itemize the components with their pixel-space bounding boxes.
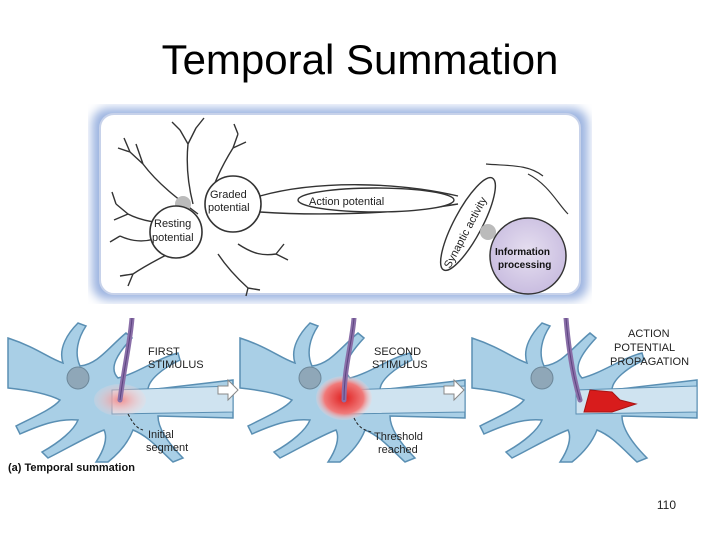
resting-potential-label-2: potential [152,232,194,244]
panel-propagation: ACTION POTENTIAL PROPAGATION [471,318,698,463]
page-number: 110 [656,498,676,512]
second-stimulus-label-2: STIMULUS [372,359,428,371]
postsynaptic-outline [485,163,569,215]
presynaptic-axon-1-outline [119,318,133,401]
initial-segment-label-2: segment [146,442,188,454]
action-potential-oval [297,187,455,213]
first-stimulus-label-2: STIMULUS [148,359,204,371]
step-arrow-1 [217,378,239,402]
resting-potential-label-1: Resting [154,218,191,230]
information-processing-label-1: Information [495,247,550,258]
panel-first-stimulus: FIRST STIMULUS Initial segment [7,318,234,463]
axon-line-top [259,184,459,197]
leader-line-2 [353,417,373,433]
propagation-label-1: ACTION [628,328,670,340]
propagation-label-2: POTENTIAL [614,342,675,354]
threshold-reached-label-1: Threshold [374,431,423,443]
step-arrow-2 [443,378,465,402]
leader-line-1 [127,413,144,431]
graded-potential-label-2: potential [208,202,250,214]
information-processing-circle [489,217,567,295]
information-processing-label-2: processing [498,260,551,271]
first-stimulus-label-1: FIRST [148,346,180,358]
second-stimulus-label-1: SECOND [374,346,421,358]
resting-circle [149,205,203,259]
slide-title: Temporal Summation [161,36,559,83]
action-potential-label: Action potential [309,196,384,208]
figure-caption: (a) Temporal summation [8,462,135,474]
threshold-reached-label-2: reached [378,444,418,456]
soma-right [480,224,496,240]
graded-circle [204,175,262,233]
propagation-label-3: PROPAGATION [610,356,689,368]
initial-segment-label-1: Initial [148,429,174,441]
panel-second-stimulus: SECOND STIMULUS Threshold reached [239,318,466,463]
graded-potential-label-1: Graded [210,189,247,201]
presynaptic-axon-2-outline [343,318,355,401]
propagation-arrow [583,389,638,413]
presynaptic-axon-3-outline [565,318,581,401]
neuron-overview-figure: Graded potential Resting potential Actio… [92,108,588,300]
temporal-summation-figure: FIRST STIMULUS Initial segment SECOND ST… [7,318,698,463]
